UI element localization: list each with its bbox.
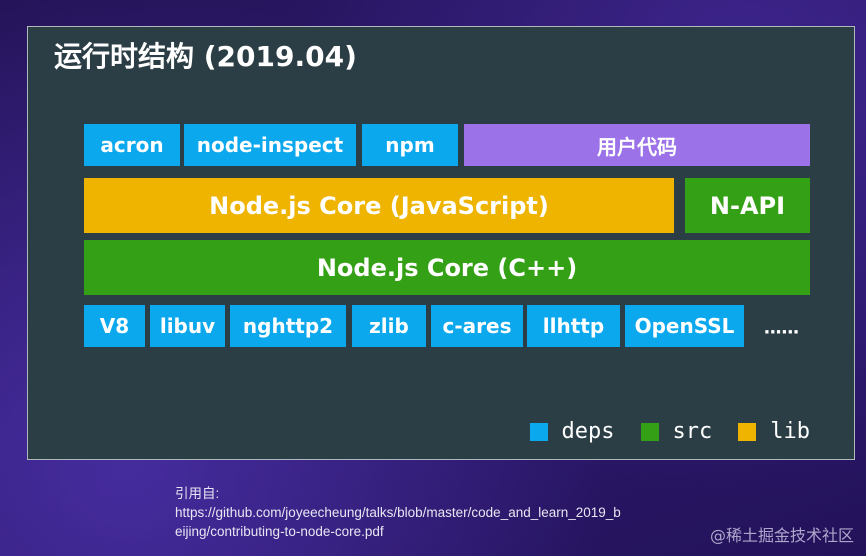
- slide-panel: 运行时结构 (2019.04) acron node-inspect npm 用…: [27, 26, 855, 460]
- block-npm-label: npm: [385, 133, 435, 157]
- block-openssl-label: OpenSSL: [634, 314, 735, 338]
- slide-title: 运行时结构 (2019.04): [54, 40, 357, 73]
- block-napi-label: N-API: [709, 191, 786, 220]
- block-openssl: OpenSSL: [625, 305, 744, 347]
- block-llhttp: llhttp: [527, 305, 620, 347]
- legend-swatch-src: [640, 423, 659, 441]
- more-deps-ellipsis: ······: [763, 321, 799, 343]
- block-npm: npm: [362, 124, 458, 166]
- legend-item-lib: lib: [738, 419, 810, 445]
- legend-label-src: src: [672, 419, 713, 444]
- source-caption: 引用自: https://github.com/joyeecheung/talk…: [175, 484, 621, 541]
- block-v8: V8: [84, 305, 145, 347]
- block-acron-label: acron: [100, 133, 164, 157]
- block-nghttp2: nghttp2: [230, 305, 346, 347]
- block-napi: N-API: [685, 178, 810, 233]
- block-core-cpp: Node.js Core (C++): [84, 240, 810, 295]
- block-user-code: 用户代码: [464, 124, 810, 166]
- block-v8-label: V8: [99, 314, 130, 338]
- legend-label-deps: deps: [561, 419, 615, 444]
- block-libuv-label: libuv: [159, 314, 216, 338]
- caption-label: 引用自:: [175, 486, 220, 501]
- legend-swatch-lib: [738, 423, 757, 441]
- block-node-inspect: node-inspect: [184, 124, 356, 166]
- legend-swatch-deps: [529, 423, 548, 441]
- block-nghttp2-label: nghttp2: [242, 314, 334, 338]
- block-core-cpp-label: Node.js Core (C++): [316, 253, 578, 282]
- block-zlib: zlib: [352, 305, 426, 347]
- legend-label-lib: lib: [770, 419, 810, 444]
- block-node-inspect-label: node-inspect: [196, 133, 344, 157]
- block-core-js: Node.js Core (JavaScript): [84, 178, 674, 233]
- block-c-ares: c-ares: [431, 305, 523, 347]
- legend: deps src lib: [529, 419, 810, 445]
- caption-url-line1: https://github.com/joyeecheung/talks/blo…: [175, 505, 621, 520]
- block-c-ares-label: c-ares: [442, 314, 512, 338]
- block-core-js-label: Node.js Core (JavaScript): [209, 191, 549, 220]
- block-zlib-label: zlib: [369, 314, 409, 338]
- block-acron: acron: [84, 124, 180, 166]
- legend-item-src: src: [640, 419, 713, 445]
- block-user-code-label: 用户代码: [597, 134, 677, 159]
- block-libuv: libuv: [150, 305, 225, 347]
- watermark-text: @稀土掘金技术社区: [709, 526, 854, 545]
- legend-item-deps: deps: [529, 419, 615, 445]
- block-llhttp-label: llhttp: [542, 314, 605, 338]
- caption-url-line2: eijing/contributing-to-node-core.pdf: [175, 524, 384, 539]
